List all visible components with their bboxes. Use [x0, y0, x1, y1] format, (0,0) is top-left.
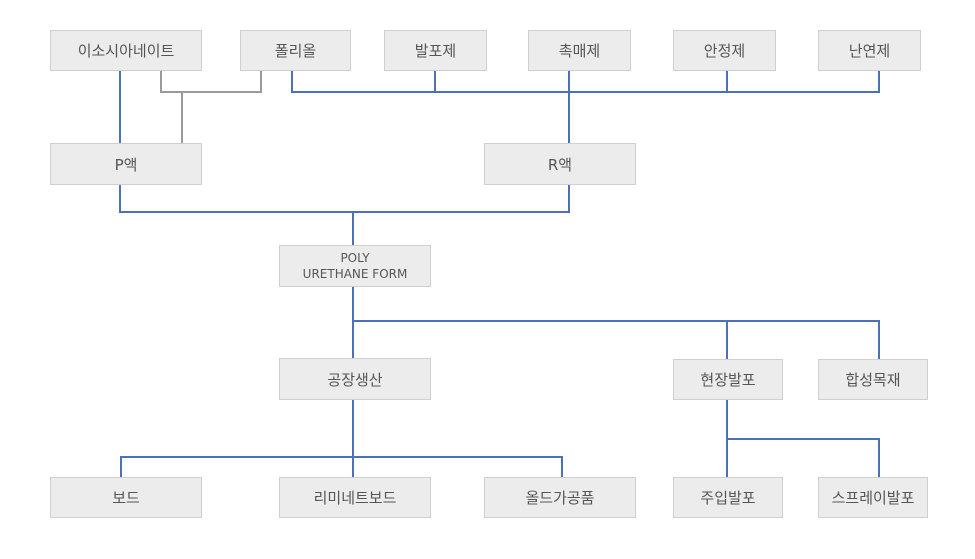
node-field-foaming: 현장발포	[673, 359, 783, 400]
node-injection-foam: 주입발포	[673, 477, 783, 518]
node-polyol: 폴리올	[240, 30, 351, 71]
node-spray-foam: 스프레이발포	[818, 477, 928, 518]
node-stabilizer: 안정제	[673, 30, 776, 71]
node-molded-goods: 올드가공품	[484, 477, 636, 518]
polyol-to-p-connector	[160, 70, 262, 143]
factory-to-outputs-connector	[120, 399, 563, 477]
field-foam-to-outputs-connector	[726, 399, 880, 477]
node-polyurethane-foam: POLY URETHANE FORM	[279, 245, 431, 287]
node-blowing-agent: 발포제	[384, 30, 487, 71]
product-to-processes-connector	[352, 286, 880, 359]
product-line2: URETHANE FORM	[302, 267, 408, 281]
additives-to-r-connector	[291, 70, 880, 143]
node-p-liquid: P액	[50, 143, 202, 185]
node-isocyanate: 이소시아네이트	[50, 30, 202, 71]
product-line1: POLY	[340, 251, 370, 265]
node-flame-retardant: 난연제	[818, 30, 921, 71]
node-catalyst: 촉매제	[528, 30, 631, 71]
node-synthetic-wood: 합성목재	[818, 359, 928, 400]
node-laminate-board: 리미네트보드	[279, 477, 431, 518]
node-factory-production: 공장생산	[279, 358, 431, 400]
node-r-liquid: R액	[484, 143, 636, 185]
node-board: 보드	[50, 477, 202, 518]
liquids-to-product-connector	[119, 184, 570, 245]
